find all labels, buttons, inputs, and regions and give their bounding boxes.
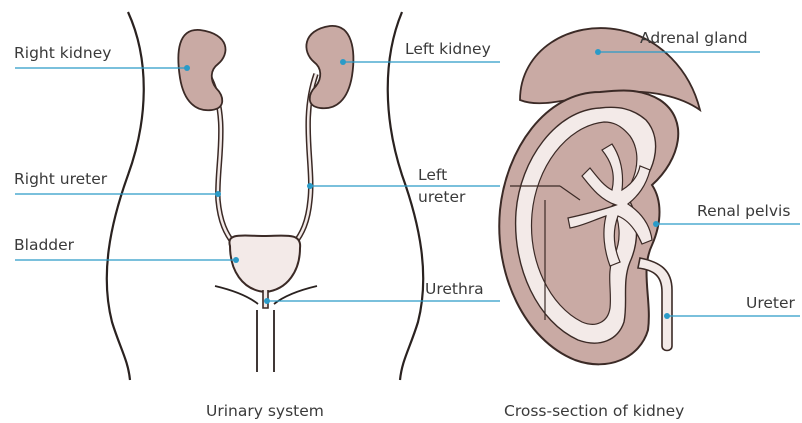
- label-left-ureter-line1: Left: [418, 166, 447, 184]
- caption-cross-section: Cross-section of kidney: [504, 402, 684, 420]
- bladder-shape: [229, 235, 300, 292]
- dot-left-kidney: [340, 59, 346, 65]
- label-renal-pelvis: Renal pelvis: [697, 202, 790, 220]
- dot-renal-pelvis: [653, 221, 659, 227]
- dot-adrenal-gland: [595, 49, 601, 55]
- dot-urethra: [264, 298, 270, 304]
- label-bladder: Bladder: [14, 236, 74, 254]
- label-urethra: Urethra: [425, 280, 484, 298]
- dot-left-ureter: [307, 183, 313, 189]
- label-left-ureter-line2: ureter: [418, 188, 465, 206]
- dot-ureter: [664, 313, 670, 319]
- dot-right-kidney: [184, 65, 190, 71]
- body-outline-left: [107, 12, 144, 380]
- caption-urinary-system: Urinary system: [206, 402, 324, 420]
- label-ureter: Ureter: [746, 294, 795, 312]
- kidney-cross-section-figure: [499, 28, 800, 364]
- left-kidney-shape: [306, 26, 353, 108]
- label-adrenal-gland: Adrenal gland: [640, 29, 748, 47]
- label-right-ureter: Right ureter: [14, 170, 107, 188]
- dot-right-ureter: [215, 191, 221, 197]
- label-right-kidney: Right kidney: [14, 44, 111, 62]
- label-left-kidney: Left kidney: [405, 40, 491, 58]
- dot-bladder: [233, 257, 239, 263]
